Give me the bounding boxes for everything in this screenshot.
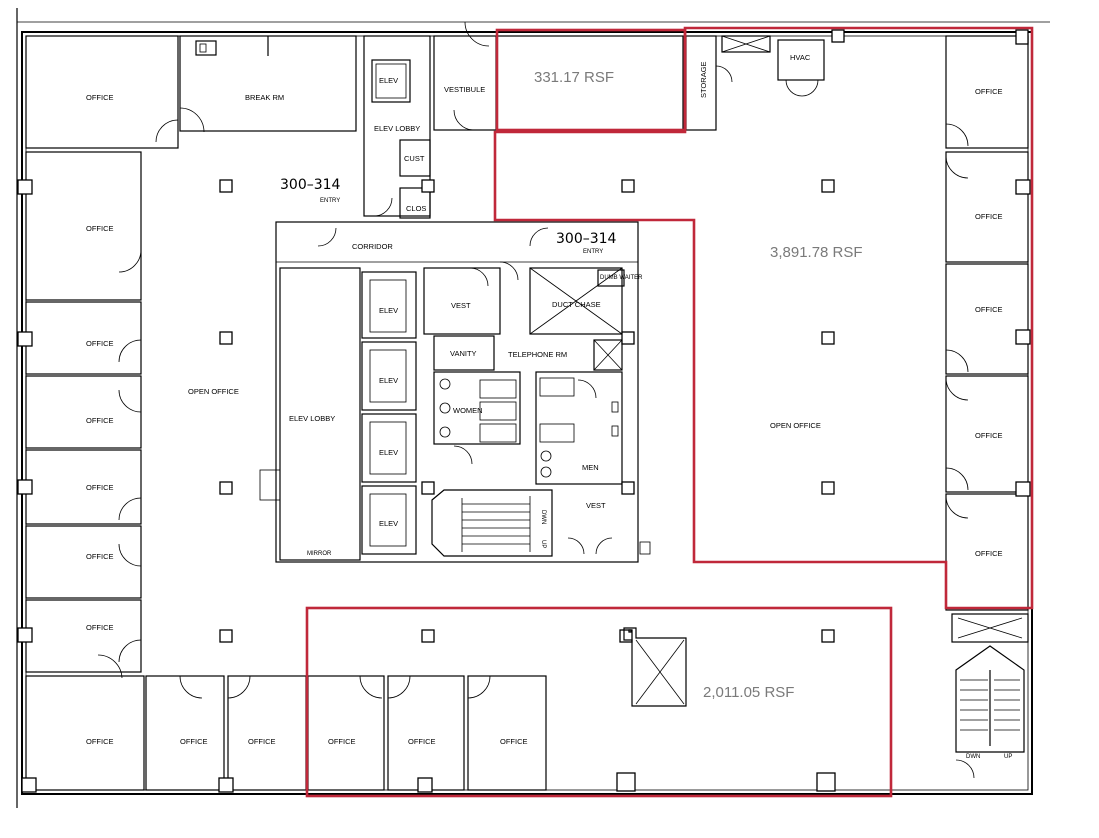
se-stair-dwn-label: DWN <box>966 754 980 760</box>
office-label-nw: OFFICE <box>86 93 114 102</box>
open-office-label-west: OPEN OFFICE <box>188 387 239 396</box>
office-label-e2: OFFICE <box>975 212 1003 221</box>
vanity-label: VANITY <box>450 349 477 358</box>
corridor-label: CORRIDOR <box>352 242 393 251</box>
vestibule-label: VESTIBULE <box>444 85 485 94</box>
elev-lobby-label-main: ELEV LOBBY <box>289 414 335 423</box>
storage-label: STORAGE <box>699 61 708 98</box>
vest-label-men: VEST <box>586 501 606 510</box>
office-label-s2: OFFICE <box>248 737 276 746</box>
office-label-e4: OFFICE <box>975 431 1003 440</box>
core-stair-up-label: UP <box>540 540 546 548</box>
south-shaft <box>623 627 687 707</box>
office-label-w5: OFFICE <box>86 552 114 561</box>
office-label-e5: OFFICE <box>975 549 1003 558</box>
telephone-room-label: TELEPHONE RM <box>508 350 567 359</box>
central-core <box>259 221 651 563</box>
office-label-e3: OFFICE <box>975 305 1003 314</box>
office-label-w3: OFFICE <box>86 416 114 425</box>
building-inner-outline <box>25 35 1029 791</box>
west-offices <box>25 35 179 791</box>
office-label-e1: OFFICE <box>975 87 1003 96</box>
elev-label-north: ELEV <box>379 76 398 85</box>
east-offices <box>945 35 1029 611</box>
elev-label-2: ELEV <box>379 376 398 385</box>
elev-label-1: ELEV <box>379 306 398 315</box>
dumb-waiter-label: DUMB WAITER <box>600 275 643 281</box>
elev-label-3: ELEV <box>379 448 398 457</box>
north-core <box>363 21 497 219</box>
south-suite-area: 2,011.05 RSF <box>703 684 794 701</box>
east-suite-area: 3,891.78 RSF <box>770 244 863 261</box>
clos-label: CLOS <box>406 204 426 213</box>
west-entry-number: 300–314 <box>280 177 341 193</box>
elev-lobby-label-north: ELEV LOBBY <box>374 124 420 133</box>
core-stair-dwn-label: DWN <box>540 510 546 524</box>
office-label-s1: OFFICE <box>180 737 208 746</box>
columns <box>17 29 1031 793</box>
east-suite-outline <box>493 26 1034 610</box>
southeast-stair <box>951 613 1029 779</box>
break-room <box>179 35 357 133</box>
cust-label: CUST <box>404 154 425 163</box>
office-label-s5: OFFICE <box>500 737 528 746</box>
office-label-w4: OFFICE <box>86 483 114 492</box>
vestibule-suite-area: 331.17 RSF <box>534 69 614 86</box>
office-label-w6: OFFICE <box>86 623 114 632</box>
building-outline <box>21 31 1033 795</box>
office-label-w1: OFFICE <box>86 224 114 233</box>
east-entry-label: ENTRY <box>583 249 603 255</box>
office-label-s3: OFFICE <box>328 737 356 746</box>
se-stair-up-label: UP <box>1004 754 1012 760</box>
elev-label-4: ELEV <box>379 519 398 528</box>
office-label-sw: OFFICE <box>86 737 114 746</box>
open-office-label-east: OPEN OFFICE <box>770 421 821 430</box>
office-label-w2: OFFICE <box>86 339 114 348</box>
vest-label-women: VEST <box>451 301 471 310</box>
women-label: WOMEN <box>453 406 483 415</box>
mirror-label: MIRROR <box>307 551 332 557</box>
hvac-label: HVAC <box>790 53 811 62</box>
west-entry-label: ENTRY <box>320 198 340 204</box>
duct-chase-label: DUCT CHASE <box>552 300 601 309</box>
break-room-label: BREAK RM <box>245 93 284 102</box>
office-label-s4: OFFICE <box>408 737 436 746</box>
men-label: MEN <box>582 463 599 472</box>
south-suite-outline <box>305 606 893 798</box>
south-offices <box>145 675 547 791</box>
east-entry-number: 300–314 <box>556 231 617 247</box>
